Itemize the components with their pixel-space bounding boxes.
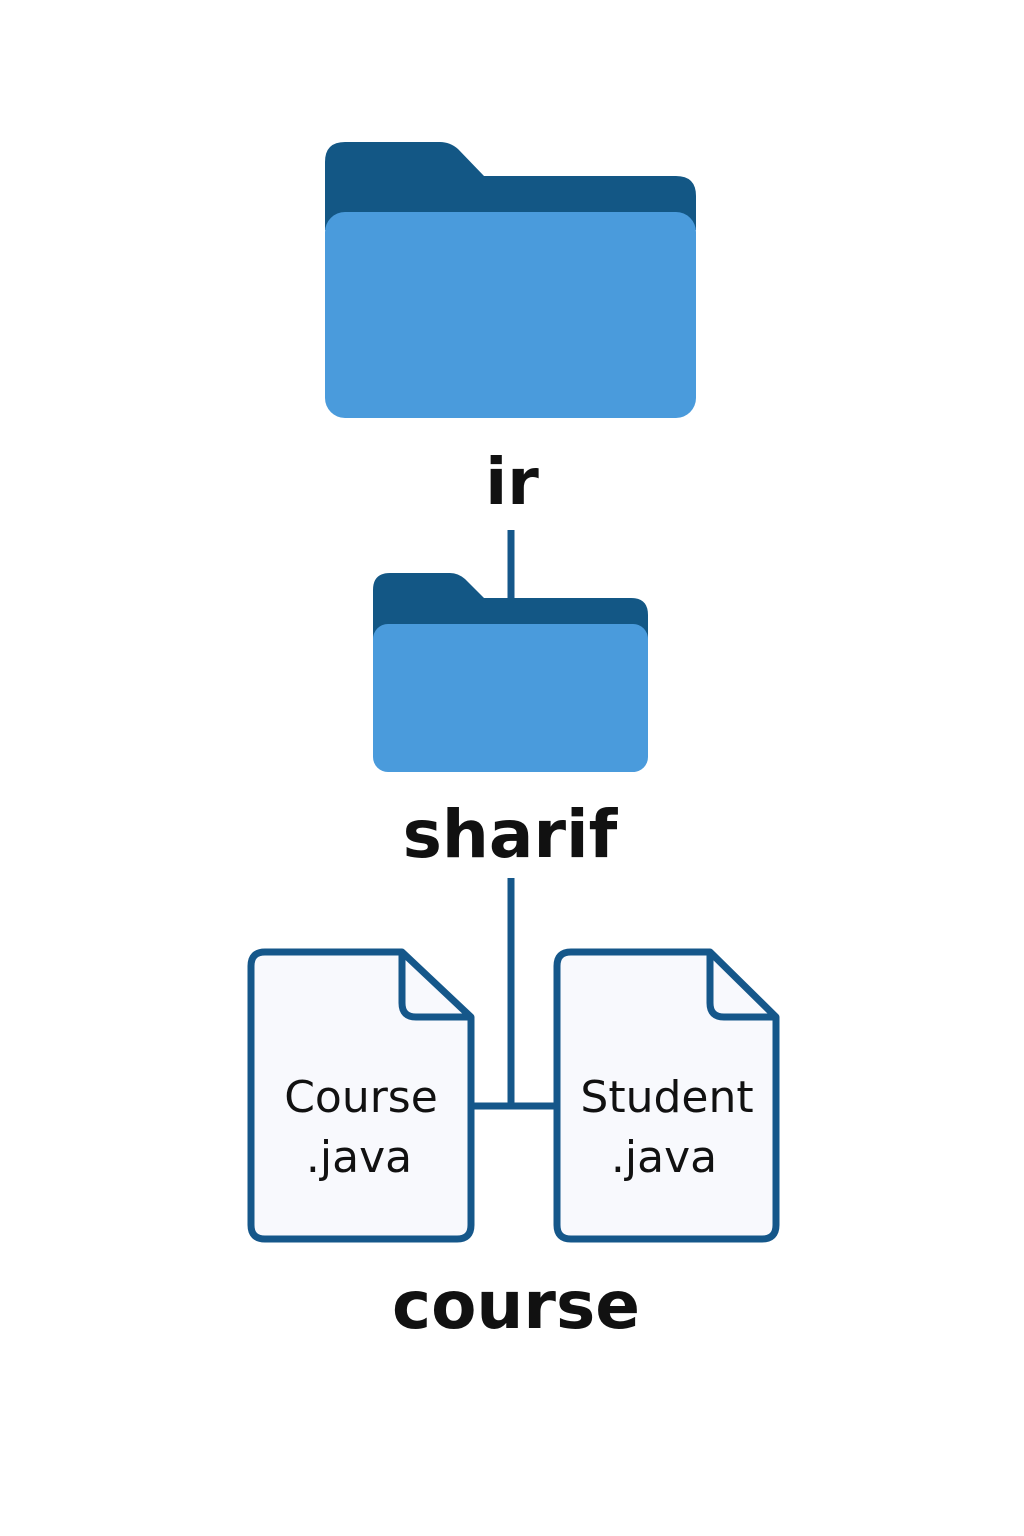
ir-folder-back	[325, 142, 696, 230]
sharif-folder-icon[interactable]	[373, 573, 648, 772]
ir-folder-icon[interactable]	[325, 142, 696, 418]
student-java-file-outline	[553, 948, 780, 1243]
course-java-label-line2: .java	[306, 1132, 412, 1183]
sharif-folder-label: sharif	[403, 796, 619, 873]
course-java-label-line1: Course	[284, 1072, 438, 1123]
course-java-file-outline	[247, 948, 475, 1243]
sharif-folder-back	[373, 573, 648, 640]
ir-folder-front	[325, 212, 696, 418]
course-java-file-fold	[398, 952, 471, 1021]
course-java-file-icon[interactable]: Course .java	[247, 948, 475, 1243]
sharif-folder-front	[373, 624, 648, 772]
student-java-file-icon[interactable]: Student .java	[553, 948, 780, 1243]
student-java-file-fold	[706, 952, 776, 1021]
student-java-label-line2: .java	[611, 1132, 717, 1183]
ir-folder-label: ir	[485, 446, 539, 520]
student-java-label-line1: Student	[580, 1072, 753, 1123]
course-group-label: course	[392, 1267, 640, 1344]
